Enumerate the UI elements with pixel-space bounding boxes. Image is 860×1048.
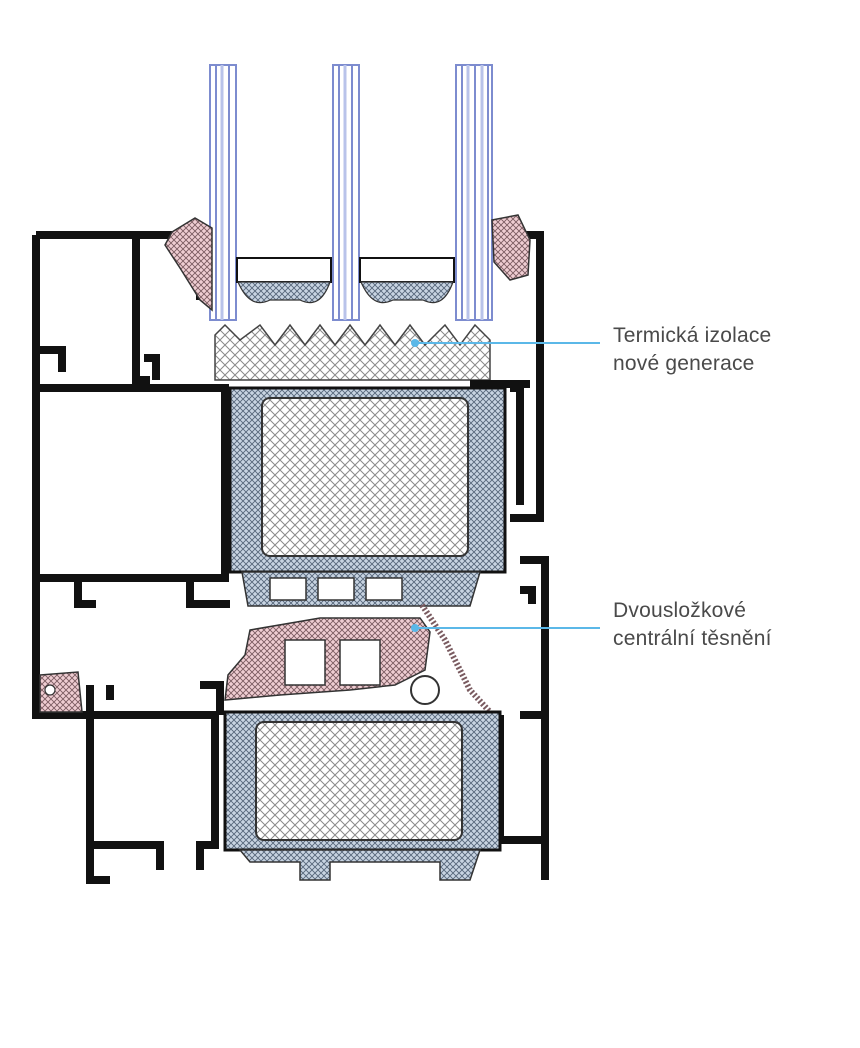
glazing-gasket-inner bbox=[491, 214, 531, 281]
sash-gasket bbox=[39, 671, 83, 713]
glazing-spacer-right bbox=[359, 257, 455, 304]
callout-marker bbox=[411, 624, 419, 632]
glass-pane-middle bbox=[332, 64, 360, 321]
glass-pane-right bbox=[455, 64, 493, 321]
callout-thermal-insulation: Termická izolace nové generace bbox=[411, 324, 771, 375]
glass-pane-left bbox=[209, 64, 237, 321]
callout-label-line1: Dvousložkové bbox=[613, 599, 746, 622]
glazing-gasket-outer bbox=[164, 217, 213, 312]
thermal-bridge-strip bbox=[241, 571, 482, 607]
sash-profile bbox=[86, 681, 224, 884]
callout-marker bbox=[411, 339, 419, 347]
central-seal bbox=[224, 603, 493, 715]
triple-glazing bbox=[209, 64, 493, 321]
upper-insulated-core bbox=[228, 386, 507, 574]
glazing-spacer-left bbox=[236, 257, 332, 304]
callout-central-seal: Dvousložkové centrální těsnění bbox=[411, 599, 772, 650]
callout-label-line2: nové generace bbox=[613, 352, 755, 375]
outer-frame-profile bbox=[32, 231, 230, 719]
lower-insulated-core bbox=[223, 710, 502, 881]
callout-label-line2: centrální těsnění bbox=[613, 627, 772, 650]
thermal-insulation-top bbox=[214, 323, 491, 381]
callout-label-line1: Termická izolace bbox=[613, 324, 771, 347]
